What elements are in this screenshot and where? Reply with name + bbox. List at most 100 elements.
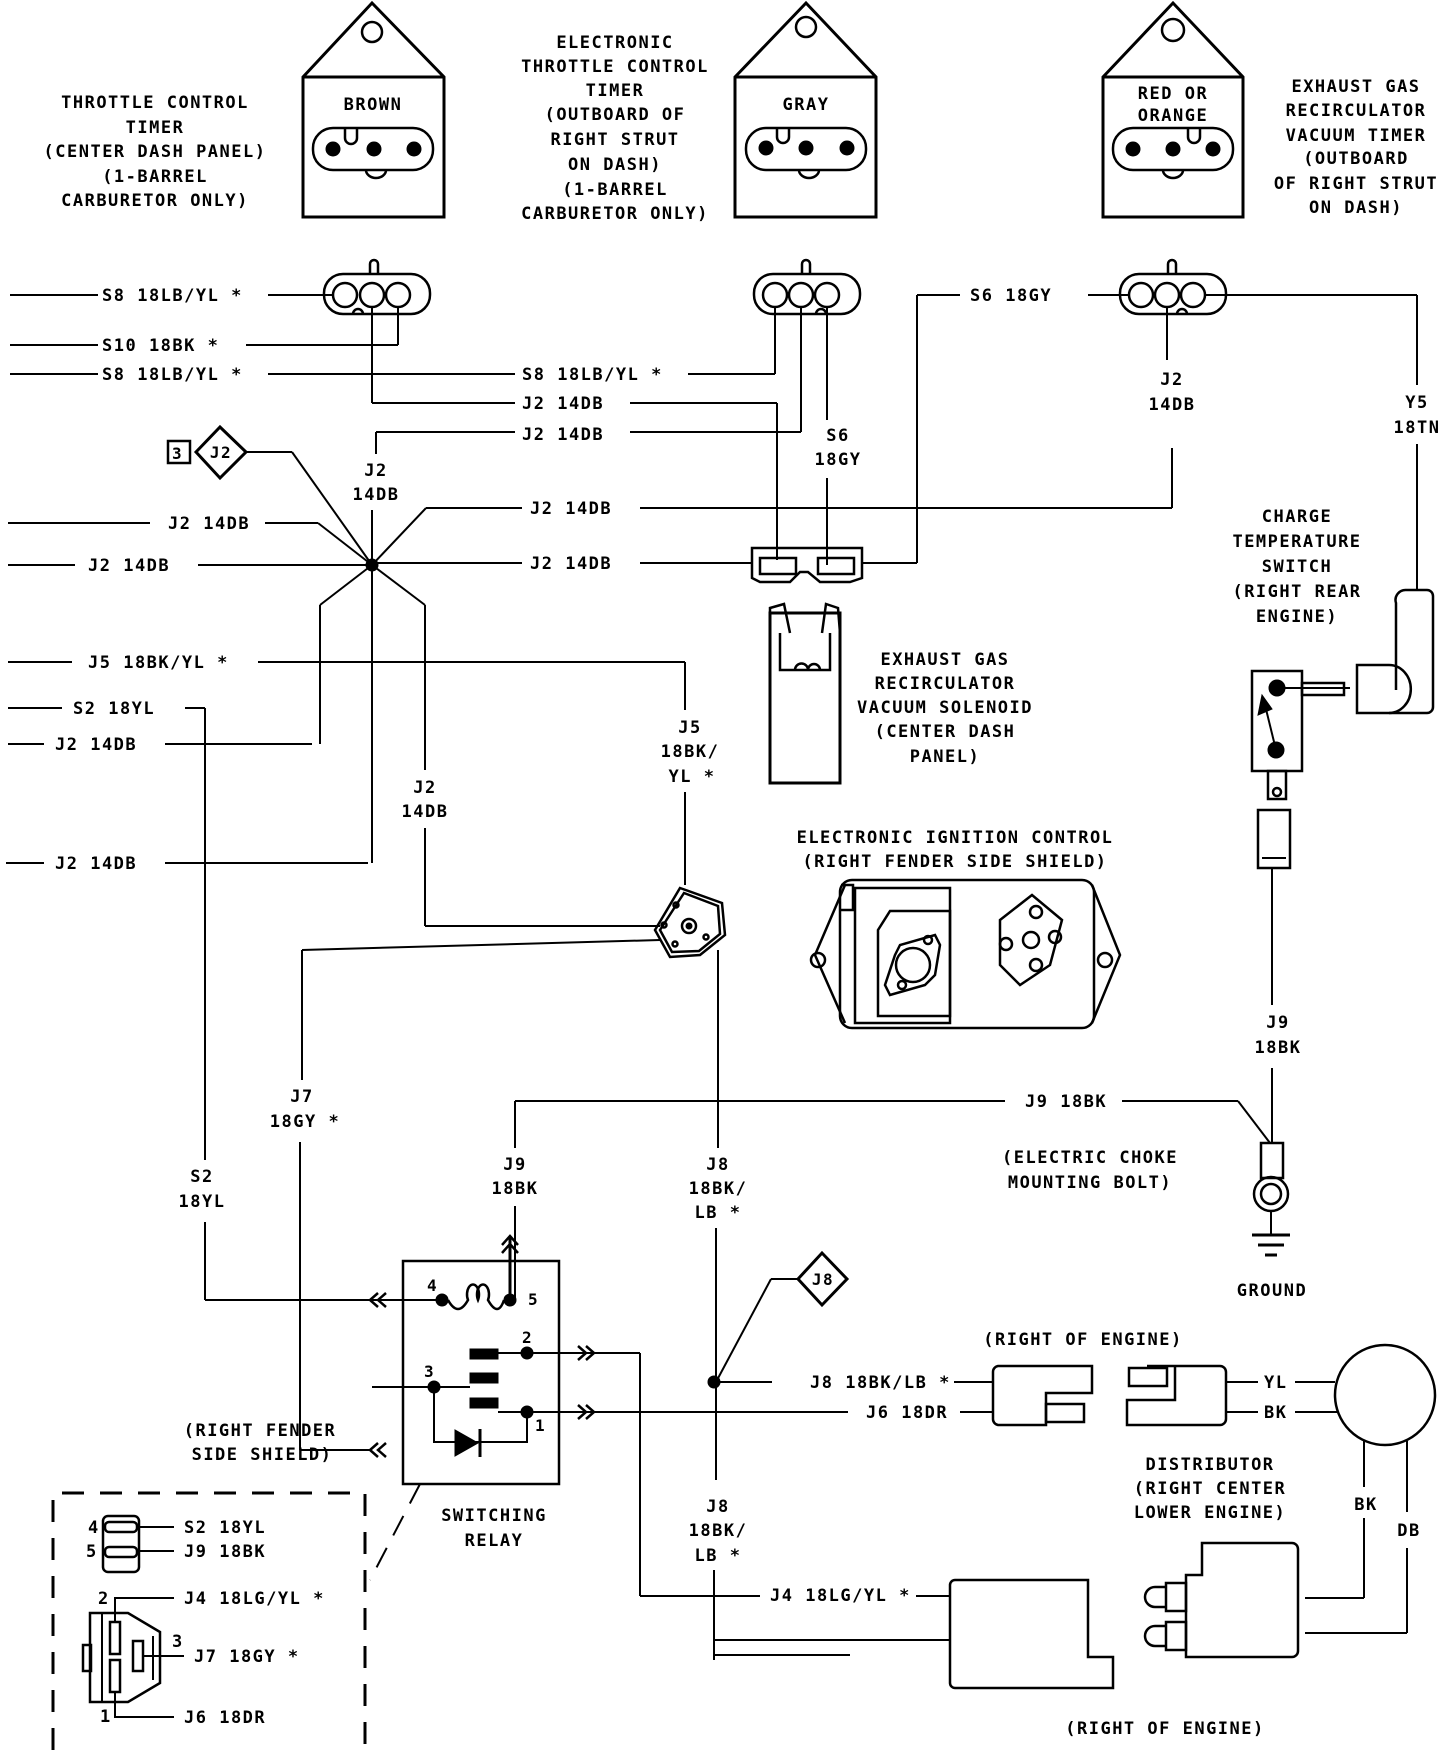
svg-text:VACUUM SOLENOID: VACUUM SOLENOID <box>857 698 1033 718</box>
svg-text:J8: J8 <box>706 1155 729 1175</box>
svg-text:14DB: 14DB <box>402 802 449 822</box>
vertical-wire-labels: J2 14DB S6 18GY J2 14DB Y5 18TN J5 18BK/… <box>179 294 1441 1660</box>
svg-text:ENGINE): ENGINE) <box>1256 607 1338 627</box>
svg-text:(ELECTRIC CHOKE: (ELECTRIC CHOKE <box>1002 1148 1178 1168</box>
svg-text:J2 14DB: J2 14DB <box>522 425 604 445</box>
left-connector-wires <box>371 307 515 404</box>
svg-text:1: 1 <box>100 1707 112 1727</box>
svg-text:CARBURETOR ONLY): CARBURETOR ONLY) <box>521 204 709 224</box>
svg-text:(RIGHT OF ENGINE): (RIGHT OF ENGINE) <box>1065 1719 1265 1739</box>
ignition-control-label: ELECTRONIC IGNITION CONTROL (RIGHT FENDE… <box>797 828 1112 872</box>
right-of-engine-upper-label: (RIGHT OF ENGINE) <box>983 1330 1183 1350</box>
egr-solenoid-label: EXHAUST GAS RECIRCULATOR VACUUM SOLENOID… <box>857 650 1033 767</box>
switching-relay-label: SWITCHING RELAY (RIGHT FENDER SIDE SHIEL… <box>184 1421 546 1551</box>
svg-text:18GY: 18GY <box>815 450 862 470</box>
svg-text:S2: S2 <box>190 1167 213 1187</box>
egr-timer-label: EXHAUST GAS RECIRCULATOR VACUUM TIMER (O… <box>1274 77 1438 218</box>
svg-text:(1-BARREL: (1-BARREL <box>102 167 208 187</box>
svg-text:J7: J7 <box>290 1087 313 1107</box>
elec-throttle-timer-label: ELECTRONIC THROTTLE CONTROL TIMER (OUTBO… <box>521 33 709 224</box>
svg-text:J9: J9 <box>1266 1013 1289 1033</box>
svg-text:RECIRCULATOR: RECIRCULATOR <box>1286 101 1427 121</box>
svg-text:J5 18BK/YL *: J5 18BK/YL * <box>88 653 229 673</box>
svg-text:RIGHT STRUT: RIGHT STRUT <box>550 130 679 150</box>
svg-text:(RIGHT REAR: (RIGHT REAR <box>1232 582 1361 602</box>
svg-text:18BK/: 18BK/ <box>689 1179 748 1199</box>
svg-text:(OUTBOARD: (OUTBOARD <box>1303 149 1409 169</box>
svg-text:(RIGHT OF ENGINE): (RIGHT OF ENGINE) <box>983 1330 1183 1350</box>
svg-text:J2: J2 <box>364 461 387 481</box>
switching-relay: 4 5 2 3 1 <box>368 1234 848 1597</box>
svg-text:5: 5 <box>528 1290 539 1309</box>
svg-text:(RIGHT FENDER: (RIGHT FENDER <box>184 1421 337 1441</box>
svg-text:S6 18GY: S6 18GY <box>970 286 1052 306</box>
svg-text:2: 2 <box>522 1328 533 1347</box>
svg-text:BROWN: BROWN <box>344 95 403 115</box>
svg-text:OF RIGHT STRUT: OF RIGHT STRUT <box>1274 174 1438 194</box>
svg-text:LOWER ENGINE): LOWER ENGINE) <box>1134 1503 1287 1523</box>
elec-throttle-timer-gray: GRAY <box>733 0 878 219</box>
svg-text:18TN: 18TN <box>1394 418 1441 438</box>
svg-text:(RIGHT FENDER SIDE SHIELD): (RIGHT FENDER SIDE SHIELD) <box>802 852 1107 872</box>
ground-symbol: GROUND <box>1237 1141 1307 1301</box>
svg-text:(OUTBOARD OF: (OUTBOARD OF <box>545 105 686 125</box>
svg-text:J2 14DB: J2 14DB <box>522 394 604 414</box>
svg-text:PANEL): PANEL) <box>910 747 980 767</box>
svg-text:3: 3 <box>172 1632 184 1652</box>
relay-connector-inset: 4 5 S2 18YL J9 18BK 2 3 1 J4 18LG/YL * J… <box>51 1491 367 1750</box>
svg-text:18BK/: 18BK/ <box>661 742 720 762</box>
svg-text:J2 14DB: J2 14DB <box>530 554 612 574</box>
svg-text:EXHAUST GAS: EXHAUST GAS <box>1291 77 1420 97</box>
svg-text:RELAY: RELAY <box>465 1531 524 1551</box>
svg-text:TIMER: TIMER <box>126 118 185 138</box>
svg-text:THROTTLE CONTROL: THROTTLE CONTROL <box>521 57 709 77</box>
svg-text:S8 18LB/YL *: S8 18LB/YL * <box>102 365 243 385</box>
svg-text:J2 14DB: J2 14DB <box>530 499 612 519</box>
center-wire-labels: S8 18LB/YL * J2 14DB J2 14DB J2 14DB J2 … <box>372 286 1173 574</box>
distributor: BK DB <box>1305 1343 1437 1634</box>
svg-text:4: 4 <box>88 1518 100 1538</box>
j9-horizontal: J9 18BK <box>1025 1092 1271 1144</box>
j2-splice-hub: 3 J2 <box>166 424 427 863</box>
svg-text:Y5: Y5 <box>1405 393 1428 413</box>
svg-text:S8 18LB/YL *: S8 18LB/YL * <box>522 365 663 385</box>
svg-text:J8 18BK/LB *: J8 18BK/LB * <box>810 1373 951 1393</box>
svg-text:ON DASH): ON DASH) <box>568 155 662 175</box>
svg-text:VACUUM TIMER: VACUUM TIMER <box>1286 126 1427 146</box>
svg-text:ELECTRONIC: ELECTRONIC <box>556 33 673 53</box>
pickup-module: J4 18LG/YL * <box>640 1541 1300 1690</box>
svg-text:J6 18DR: J6 18DR <box>866 1403 948 1423</box>
svg-text:J2: J2 <box>1160 370 1183 390</box>
svg-text:TEMPERATURE: TEMPERATURE <box>1232 532 1361 552</box>
svg-text:(1-BARREL: (1-BARREL <box>562 180 668 200</box>
svg-text:RECIRCULATOR: RECIRCULATOR <box>875 674 1016 694</box>
svg-text:(CENTER DASH PANEL): (CENTER DASH PANEL) <box>44 142 267 162</box>
svg-text:S10 18BK *: S10 18BK * <box>102 336 219 356</box>
svg-text:2: 2 <box>98 1589 110 1609</box>
svg-text:J2 14DB: J2 14DB <box>88 556 170 576</box>
svg-text:J2 14DB: J2 14DB <box>168 514 250 534</box>
svg-text:J2: J2 <box>413 778 436 798</box>
svg-text:ORANGE: ORANGE <box>1138 106 1208 126</box>
svg-text:J2 14DB: J2 14DB <box>55 735 137 755</box>
svg-text:CARBURETOR ONLY): CARBURETOR ONLY) <box>61 191 249 211</box>
svg-text:GROUND: GROUND <box>1237 1281 1307 1301</box>
svg-text:4: 4 <box>427 1276 438 1295</box>
electronic-ignition-control <box>809 878 1122 1030</box>
svg-text:18GY *: 18GY * <box>270 1112 340 1132</box>
svg-text:J5: J5 <box>678 718 701 738</box>
svg-text:S8 18LB/YL *: S8 18LB/YL * <box>102 286 243 306</box>
right-of-engine-lower-label: (RIGHT OF ENGINE) <box>1065 1719 1265 1739</box>
svg-text:GRAY: GRAY <box>783 95 830 115</box>
svg-text:BK: BK <box>1264 1403 1287 1423</box>
svg-text:3: 3 <box>172 444 183 463</box>
connector-3pin-right <box>1118 258 1228 316</box>
choke-label: (ELECTRIC CHOKE MOUNTING BOLT) <box>1002 1148 1178 1193</box>
svg-text:BK: BK <box>1354 1495 1377 1515</box>
charge-temp-switch <box>1250 588 1435 870</box>
svg-text:(RIGHT CENTER: (RIGHT CENTER <box>1134 1479 1287 1499</box>
svg-text:S6: S6 <box>826 426 849 446</box>
svg-text:18BK: 18BK <box>492 1179 539 1199</box>
svg-text:SIDE SHIELD): SIDE SHIELD) <box>192 1445 333 1465</box>
svg-text:RED OR: RED OR <box>1138 84 1208 104</box>
